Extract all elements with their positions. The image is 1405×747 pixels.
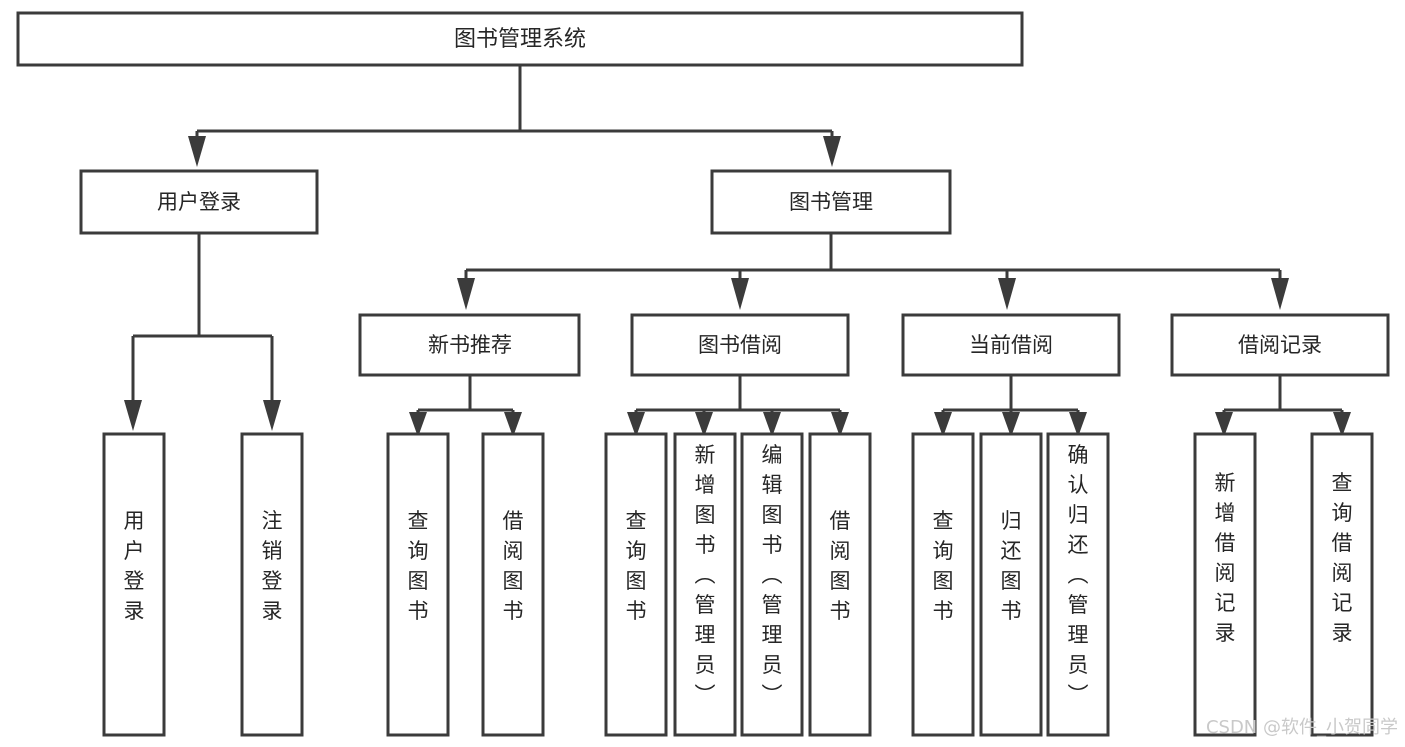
arrow-current-borrow-icon [998,278,1016,310]
borrow-record-label: 借阅记录 [1238,333,1322,357]
leaf-borrow-book-2-label: 借阅图书 [830,509,851,623]
current-borrow-label: 当前借阅 [969,333,1053,357]
leaf-query-book-1-box[interactable] [386,432,450,737]
arrow-bb-4-icon [831,412,849,437]
arrow-book-borrow-icon [731,278,749,310]
node-borrow-record[interactable]: 借阅记录 [1170,313,1390,377]
root-box[interactable] [16,11,1024,67]
book-borrow-label: 图书借阅 [698,333,782,357]
node-root[interactable]: 图书管理系统 [16,11,1024,67]
leaf-query-record-box[interactable] [1310,432,1374,737]
leaf-query-record-label: 查询借阅记录 [1332,471,1353,645]
book-borrow-box[interactable] [630,313,850,377]
book-manage-box[interactable] [710,169,952,235]
leaf-borrow-book-2-box[interactable] [808,432,872,737]
arrow-bb-3-icon [763,412,781,437]
arrow-cb-3-icon [1069,412,1087,437]
arrow-nbr-right-icon [504,412,522,437]
user-login-label: 用户登录 [157,190,241,214]
arrow-user-login-right-icon [263,400,281,431]
leaf-add-book-box[interactable] [673,432,737,737]
node-user-login[interactable]: 用户登录 [79,169,319,235]
leaf-query-book-3[interactable]: 查询图书 [911,432,975,737]
leaf-edit-book-label: 编辑图书︵管理员︶ [762,443,783,707]
arrow-cb-1-icon [934,412,952,437]
arrow-br-2-icon [1333,412,1351,437]
arrow-bb-2-icon [695,412,713,437]
leaf-query-book-1[interactable]: 查询图书 [386,432,450,737]
leaf-confirm-return[interactable]: 确认归还︵管理员︶ [1046,432,1110,737]
arrow-user-login-left-icon [124,400,142,431]
leaf-add-record[interactable]: 新增借阅记录 [1193,432,1257,737]
arrow-to-book-manage-icon [823,136,841,167]
leaf-user-logout[interactable]: 注销登录 [240,432,304,737]
leaf-query-book-1-label: 查询图书 [408,509,429,623]
leaf-query-book-2-box[interactable] [604,432,668,737]
leaf-user-login[interactable]: 用户登录 [102,432,166,737]
csdn-watermark: CSDN @软件_小贺同学 [1206,717,1398,738]
leaf-confirm-return-label: 确认归还︵管理员︶ [1068,443,1089,707]
leaf-edit-book[interactable]: 编辑图书︵管理员︶ [740,432,804,737]
leaf-return-book-label: 归还图书 [1001,509,1022,623]
arrow-nbr-left-icon [409,412,427,437]
leaf-user-logout-box[interactable] [240,432,304,737]
current-borrow-box[interactable] [901,313,1121,377]
node-book-manage[interactable]: 图书管理 [710,169,952,235]
arrow-bb-1-icon [627,412,645,437]
leaf-add-record-label: 新增借阅记录 [1215,471,1236,645]
node-new-book-recommend[interactable]: 新书推荐 [358,313,581,377]
book-manage-label: 图书管理 [789,190,873,214]
leaf-add-book-label: 新增图书︵管理员︶ [695,443,716,707]
leaf-query-record[interactable]: 查询借阅记录 [1310,432,1374,737]
node-book-borrow[interactable]: 图书借阅 [630,313,850,377]
root-label: 图书管理系统 [454,27,586,52]
arrow-borrow-record-icon [1271,278,1289,310]
leaf-query-book-2[interactable]: 查询图书 [604,432,668,737]
borrow-record-box[interactable] [1170,313,1390,377]
arrow-cb-2-icon [1002,412,1020,437]
arrow-to-user-login-icon [188,136,206,167]
arrow-br-1-icon [1215,412,1233,437]
leaf-user-logout-label: 注销登录 [262,509,283,623]
leaf-borrow-book-1[interactable]: 借阅图书 [481,432,545,737]
leaf-user-login-box[interactable] [102,432,166,737]
new-book-recommend-label: 新书推荐 [428,333,512,357]
leaf-borrow-book-1-box[interactable] [481,432,545,737]
leaf-add-book[interactable]: 新增图书︵管理员︶ [673,432,737,737]
leaf-borrow-book-2[interactable]: 借阅图书 [808,432,872,737]
leaf-return-book-box[interactable] [979,432,1043,737]
leaf-borrow-book-1-label: 借阅图书 [503,509,524,623]
leaf-query-book-3-label: 查询图书 [933,509,954,623]
arrow-new-book-icon [457,278,475,310]
leaf-return-book[interactable]: 归还图书 [979,432,1043,737]
new-book-recommend-box[interactable] [358,313,581,377]
leaf-user-login-label: 用户登录 [124,509,145,623]
leaf-query-book-2-label: 查询图书 [626,509,647,623]
leaf-edit-book-box[interactable] [740,432,804,737]
node-current-borrow[interactable]: 当前借阅 [901,313,1121,377]
leaf-add-record-box[interactable] [1193,432,1257,737]
leaf-confirm-return-box[interactable] [1046,432,1110,737]
leaf-query-book-3-box[interactable] [911,432,975,737]
